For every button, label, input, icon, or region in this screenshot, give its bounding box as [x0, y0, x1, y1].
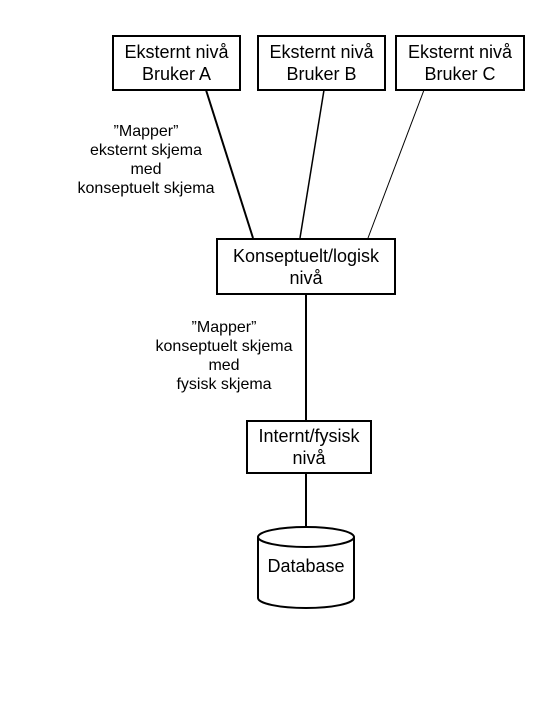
connector-c-to-conceptual	[367, 89, 425, 239]
external-level-c-user: Bruker C	[424, 64, 496, 84]
external-level-box-b: Eksternt nivå Bruker B	[257, 35, 386, 91]
external-level-box-c: Eksternt nivå Bruker C	[395, 35, 525, 91]
conceptual-level-title: Konseptuelt/logisk	[232, 245, 380, 266]
mapping-internal-line1: ”Mapper”	[191, 319, 257, 336]
external-level-c-title: Eksternt nivå	[407, 42, 513, 62]
conceptual-level-subtitle: nivå	[289, 267, 323, 288]
mapping-external-line1: ”Mapper”	[113, 123, 179, 140]
external-level-b-user: Bruker B	[286, 64, 357, 84]
mapping-internal-line4: fysisk skjema	[176, 376, 272, 393]
conceptual-level-box: Konseptuelt/logisk nivå	[216, 238, 396, 295]
external-level-a-user: Bruker A	[141, 64, 212, 84]
database-label: Database	[267, 556, 345, 576]
mapping-internal-line2: konseptuelt skjema	[155, 338, 293, 355]
mapping-external-annotation: ”Mapper” eksternt skjema med konseptuelt…	[58, 122, 234, 198]
mapping-internal-line3: med	[208, 357, 240, 374]
external-level-a-title: Eksternt nivå	[124, 42, 229, 62]
mapping-internal-annotation: ”Mapper” konseptuelt skjema med fysisk s…	[134, 318, 314, 394]
internal-level-subtitle: nivå	[292, 448, 326, 468]
external-level-box-a: Eksternt nivå Bruker A	[112, 35, 241, 91]
connector-b-to-conceptual	[299, 89, 325, 239]
connector-a-to-conceptual	[205, 89, 254, 239]
external-level-b-title: Eksternt nivå	[269, 42, 374, 62]
mapping-external-line2: eksternt skjema	[89, 142, 203, 159]
internal-level-title: Internt/fysisk	[258, 426, 360, 446]
mapping-external-line4: konseptuelt skjema	[77, 180, 215, 197]
database-cylinder	[257, 526, 355, 609]
internal-level-box: Internt/fysisk nivå	[246, 420, 372, 474]
mapping-external-line3: med	[130, 161, 162, 178]
